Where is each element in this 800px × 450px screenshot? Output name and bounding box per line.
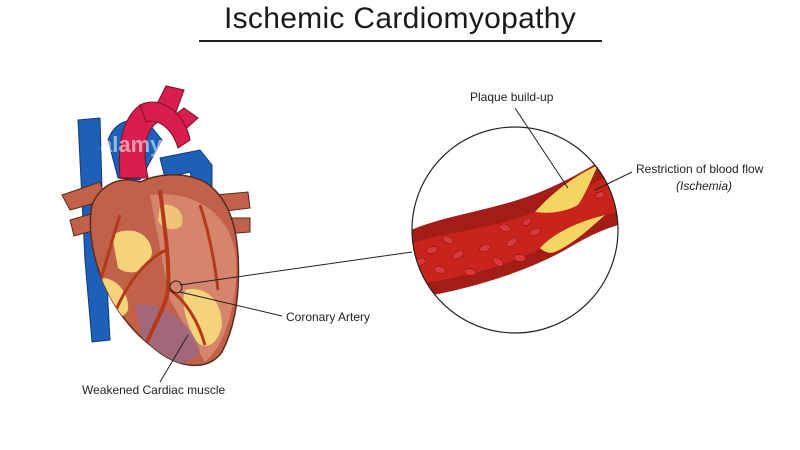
title-underline: [199, 40, 602, 42]
blood-cell: [452, 250, 464, 260]
diagram-title: Ischemic Cardiomyopathy: [223, 2, 577, 35]
heart-illustration: [61, 85, 251, 367]
restriction-leader: [594, 171, 633, 191]
magnified-artery: [411, 126, 619, 334]
plaque-bottom: [540, 215, 605, 253]
zoom-line: [179, 251, 413, 286]
blood-cell: [529, 227, 541, 237]
ischemic-region-3: [183, 289, 222, 346]
weakened-muscle-leader: [159, 334, 189, 383]
blood-cell: [425, 246, 439, 254]
blood-cell: [506, 237, 518, 247]
blood-cell: [442, 235, 454, 245]
watermark: alamy: [100, 132, 163, 157]
blood-cell: [433, 265, 447, 275]
blood-cell: [463, 268, 477, 276]
ischemic-region-1: [112, 230, 152, 273]
coronary-artery-branch-3: [198, 204, 220, 291]
coronary-highlight-circle: [169, 280, 183, 294]
blood-cell: [594, 191, 606, 199]
label-restriction: Restriction of blood flow: [636, 162, 764, 176]
coronary-artery-leader: [179, 291, 283, 317]
blood-cell: [513, 254, 527, 262]
blood-cell: [522, 218, 532, 226]
blood-cells: [413, 184, 618, 276]
label-plaque: Plaque build-up: [470, 90, 554, 104]
label-coronary-artery: Coronary Artery: [286, 310, 371, 324]
blood-cell: [478, 243, 492, 253]
label-ischemia: (Ischemia): [676, 179, 733, 193]
blood-cell: [492, 257, 504, 267]
aortic-arch: [139, 101, 191, 149]
plaque-top: [535, 165, 598, 213]
blood-cell: [498, 223, 512, 233]
plaque-leader: [514, 107, 569, 189]
label-weakened-muscle: Weakened Cardiac muscle: [82, 383, 226, 397]
coronary-artery-main: [138, 189, 171, 361]
blood-cell: [609, 184, 618, 192]
